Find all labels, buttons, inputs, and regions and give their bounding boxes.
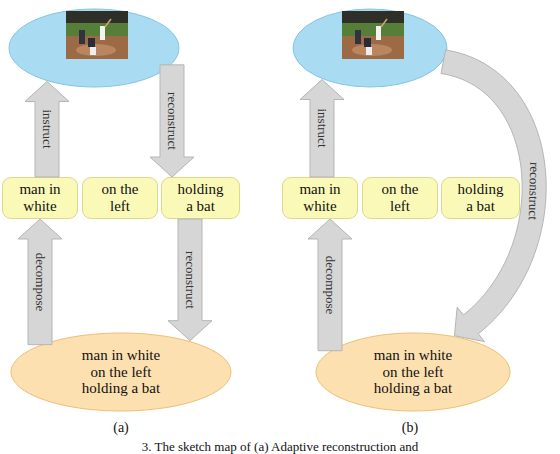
phrase-box: holding a bat <box>441 177 520 219</box>
arrow-label: reconstruct <box>527 161 542 219</box>
panel-label: (a) <box>113 421 129 435</box>
phrase-box: man in white <box>2 177 78 219</box>
block-arrow <box>308 219 352 351</box>
photo-backdrop <box>342 11 404 59</box>
baseball-photo <box>66 11 128 59</box>
photo-player <box>90 47 96 55</box>
node-text: holding a bat <box>173 181 229 215</box>
arrow-label: decompose <box>34 253 47 311</box>
photo-batter <box>100 26 105 40</box>
photo-player <box>366 47 372 55</box>
photo-stands <box>66 11 128 23</box>
block-arrow <box>150 65 194 177</box>
photo-bat <box>105 19 111 27</box>
baseball-photo <box>342 11 404 59</box>
arrow-label: reconstruct <box>166 92 179 150</box>
arrow-label: decompose <box>324 256 337 314</box>
block-arrow <box>300 80 344 177</box>
node-text: man in white on the left holding a bat <box>368 347 458 397</box>
ellipse-shape <box>9 9 179 87</box>
photo-grass <box>342 23 404 36</box>
photo-catcher <box>88 38 95 47</box>
panel-label: (b) <box>402 421 418 435</box>
block-arrow <box>441 50 546 342</box>
node-text: on the left <box>372 181 428 215</box>
ellipse-shape <box>316 333 510 411</box>
expression-ellipse: man in white on the left holding a bat <box>315 332 511 412</box>
phrase-box: on the left <box>82 177 158 219</box>
node-text: man in white <box>12 181 68 215</box>
phrase-box: holding a bat <box>161 177 240 219</box>
phrase-box: man in white <box>282 177 358 219</box>
photo-catcher <box>364 38 371 47</box>
block-arrow <box>168 219 212 341</box>
arrow-label: instruct <box>41 110 54 149</box>
photo-dirt <box>66 36 128 59</box>
photo-grass <box>66 23 128 36</box>
node-text: holding a bat <box>453 181 509 215</box>
photo-bat <box>381 19 387 27</box>
photo-dirt <box>342 36 404 59</box>
arrow-label: reconstruct <box>184 251 197 309</box>
photo-batter <box>376 26 381 40</box>
arrow-label: instruct <box>316 109 329 148</box>
block-arrow <box>18 219 62 345</box>
figure-caption: 3. The sketch map of (a) Adaptive recons… <box>142 440 419 453</box>
photo-plate-area <box>76 44 116 56</box>
photo-stands <box>342 11 404 23</box>
ellipse-shape <box>293 9 447 87</box>
node-text: man in white <box>292 181 348 215</box>
phrase-box: on the left <box>362 177 438 219</box>
node-text: on the left <box>92 181 148 215</box>
ellipse-shape <box>11 333 231 411</box>
photo-umpire <box>79 30 85 44</box>
photo-plate-area <box>352 44 392 56</box>
photo-backdrop <box>66 11 128 59</box>
node-text: man in white on the left holding a bat <box>76 347 166 397</box>
photo-umpire <box>355 30 361 44</box>
block-arrow <box>25 81 69 177</box>
